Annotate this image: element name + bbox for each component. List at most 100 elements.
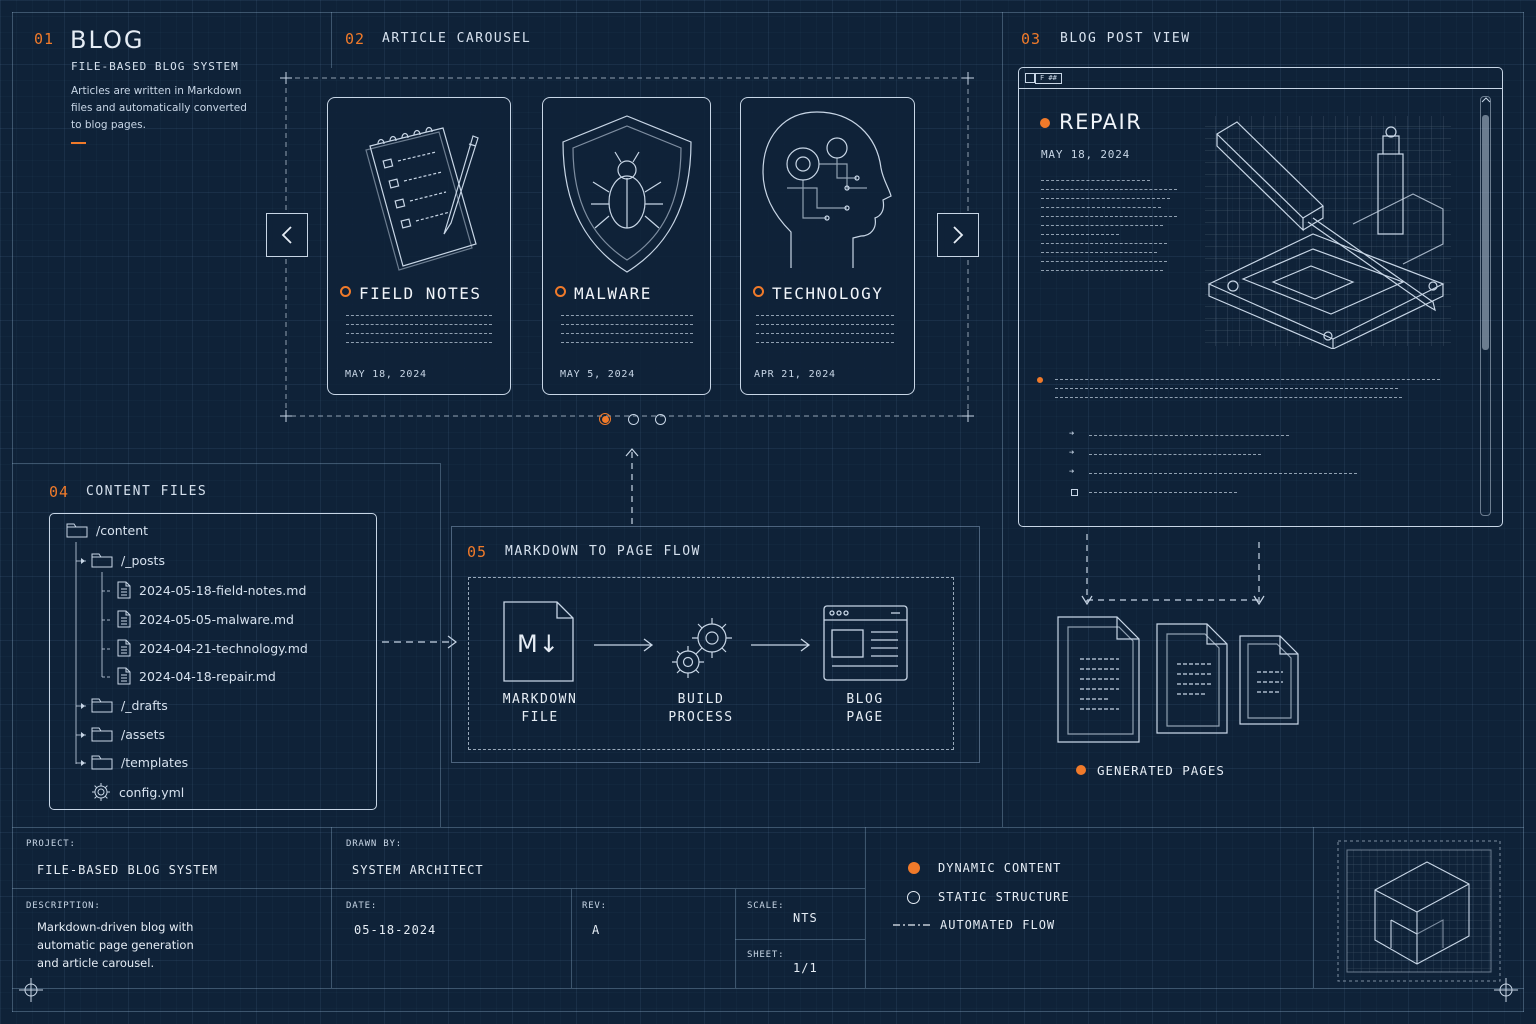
section-number: 05 (467, 543, 488, 561)
section-number: 03 (1021, 30, 1042, 48)
list-item (1069, 487, 1369, 506)
outer-frame-right (1523, 12, 1524, 1012)
iso-cube-logo (1337, 840, 1501, 982)
legend-flow-label: AUTOMATED FLOW (940, 918, 1056, 932)
tree-item-assets[interactable]: /assets (91, 726, 165, 742)
window-tab-box (1025, 73, 1035, 83)
file-icon (117, 610, 131, 628)
card-title-text: FIELD NOTES (359, 284, 482, 303)
markdown-glyph: M↓ (517, 630, 560, 658)
generated-pages-label: GENERATED PAGES (1097, 763, 1225, 778)
tree-item-label: /_posts (121, 552, 165, 568)
flow-step-line: BLOG (846, 692, 884, 707)
card-date: MAY 5, 2024 (560, 369, 636, 380)
tb-divider (571, 889, 572, 988)
window-tab[interactable]: F ## (1035, 73, 1062, 84)
blog-description-line: files and automatically converted (71, 102, 247, 114)
tree-item-content[interactable]: /content (66, 522, 148, 538)
divider-h-titleblock (12, 827, 1524, 828)
flow-step-label: BLOG PAGE (820, 691, 910, 727)
carousel-dot-1[interactable] (599, 413, 611, 425)
scrollbar-thumb[interactable] (1482, 115, 1489, 350)
post-date: MAY 18, 2024 (1041, 148, 1131, 161)
blog-description-line: Articles are written in Markdown (71, 85, 242, 97)
folder-icon (91, 698, 113, 713)
card-excerpt-placeholder (561, 315, 693, 351)
carousel-dot-2[interactable] (628, 414, 639, 425)
tree-item-config[interactable]: config.yml (91, 782, 184, 802)
card-title-text: TECHNOLOGY (772, 284, 884, 303)
scale-label: SCALE: (747, 901, 785, 911)
article-card-malware[interactable]: MALWARE MAY 5, 2024 (542, 97, 711, 395)
tree-item-label: /_drafts (121, 697, 168, 713)
chevron-up-icon[interactable] (1481, 96, 1491, 104)
outer-frame-top (12, 12, 1524, 13)
window-titlebar (1019, 68, 1502, 89)
date-value: 05-18-2024 (354, 923, 437, 937)
shield-bug-icon (562, 115, 692, 273)
chevron-right-icon (953, 226, 964, 244)
tree-item-file[interactable]: 2024-05-18-field-notes.md (117, 581, 306, 599)
project-label: PROJECT: (26, 839, 76, 849)
arrow-right-icon: ➔ (1069, 467, 1075, 477)
section-border-right (440, 463, 441, 827)
file-tree-panel: /content /_posts 2024-05-18-field-notes.… (49, 513, 377, 810)
flow-arrow-up (625, 448, 639, 524)
rev-value: A (592, 923, 601, 937)
dynamic-dot-icon (555, 286, 566, 297)
carousel-next-button[interactable] (937, 213, 979, 257)
flow-step-line: BUILD (677, 692, 725, 707)
post-paragraph-placeholder (1055, 379, 1440, 406)
flow-step-line: FILE (521, 710, 559, 725)
tree-item-file[interactable]: 2024-04-18-repair.md (117, 667, 276, 685)
tb-divider (735, 889, 736, 988)
tb-divider (865, 827, 866, 988)
checkbox-icon (1071, 489, 1078, 496)
tree-item-label: config.yml (119, 784, 185, 800)
blog-subtitle: FILE-BASED BLOG SYSTEM (71, 60, 239, 73)
arrow-right-icon: ➔ (1069, 429, 1075, 439)
file-icon (117, 667, 131, 685)
head-circuit-icon (762, 111, 892, 268)
tree-item-posts[interactable]: /_posts (91, 552, 165, 568)
sheet-value: 1/1 (793, 961, 818, 975)
tree-item-file[interactable]: 2024-05-05-malware.md (117, 610, 294, 628)
dynamic-dot-icon (753, 286, 764, 297)
folder-icon (91, 755, 113, 770)
description-line: Markdown-driven blog with (37, 920, 194, 934)
list-item: ➔ (1069, 467, 1369, 487)
flow-step-label: MARKDOWN FILE (495, 691, 585, 727)
tree-item-file[interactable]: 2024-04-21-technology.md (117, 639, 308, 657)
generated-arrows (1081, 534, 1265, 606)
dynamic-dot-icon (340, 286, 351, 297)
post-body-placeholder (1041, 180, 1177, 279)
description-line: and article carousel. (37, 956, 155, 970)
tree-item-label: /assets (121, 726, 166, 742)
scrollbar-track[interactable] (1480, 96, 1491, 516)
section-number: 04 (49, 483, 70, 501)
accent-underline (71, 142, 86, 144)
markdown-file-icon (503, 601, 574, 682)
generated-pages-icons (1057, 616, 1299, 743)
carousel-prev-button[interactable] (266, 213, 308, 257)
section-title: BLOG POST VIEW (1060, 31, 1191, 46)
flow-step-line: MARKDOWN (502, 692, 578, 707)
section-border-top (12, 463, 440, 464)
flow-inner-frame (468, 577, 954, 750)
tree-connectors (75, 542, 112, 766)
article-card-technology[interactable]: TECHNOLOGY APR 21, 2024 (740, 97, 915, 395)
tree-item-drafts[interactable]: /_drafts (91, 697, 168, 713)
carousel-dot-3[interactable] (655, 414, 666, 425)
legend-dynamic-icon (908, 862, 920, 874)
gears-icon (672, 618, 732, 678)
tree-item-templates[interactable]: /templates (91, 754, 188, 770)
list-item: ➔ (1069, 448, 1369, 468)
notepad-icon (365, 126, 479, 271)
project-value: FILE-BASED BLOG SYSTEM (37, 863, 218, 877)
folder-icon (66, 523, 88, 538)
flow-step-line: PAGE (846, 710, 884, 725)
tb-divider (12, 888, 865, 889)
tree-item-label: 2024-05-18-field-notes.md (139, 582, 307, 598)
article-card-field-notes[interactable]: FIELD NOTES MAY 18, 2024 (327, 97, 511, 395)
legend-flow-icon (893, 924, 930, 926)
